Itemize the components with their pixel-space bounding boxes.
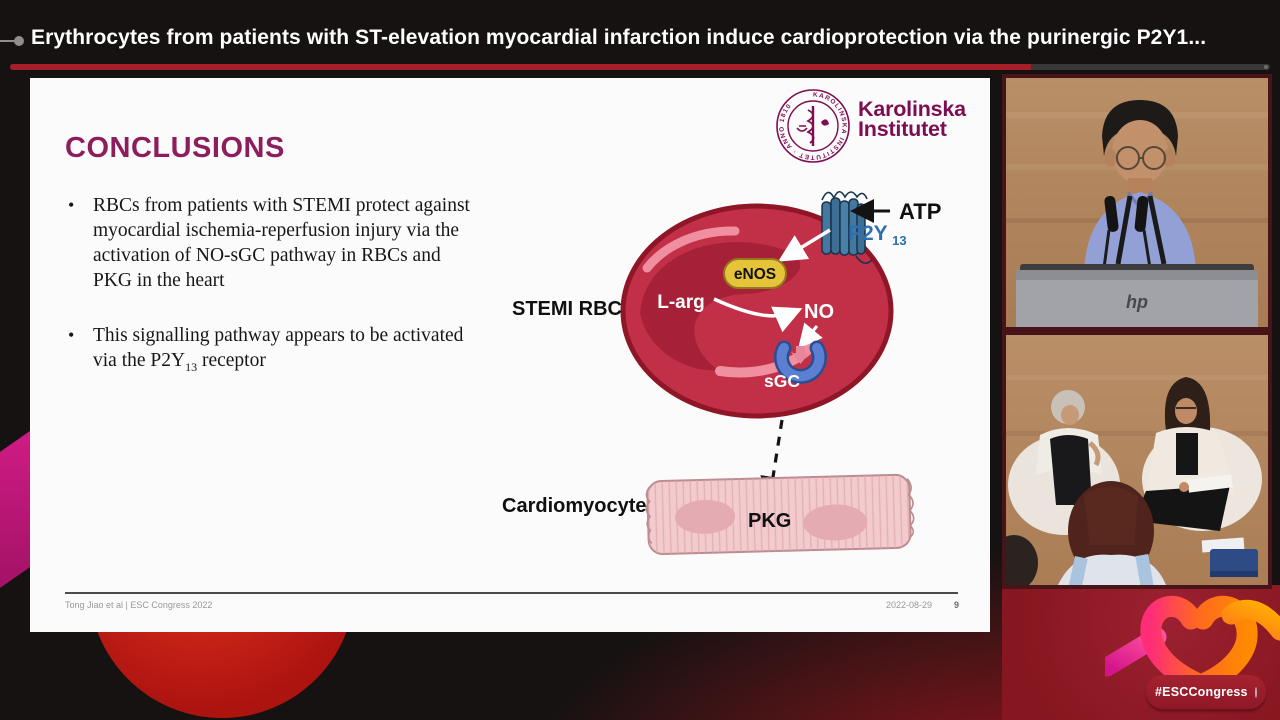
- subscript: 13: [185, 359, 198, 374]
- timeline-dot-icon: [14, 36, 24, 46]
- bullet-text: This signalling pathway appears to be ac…: [93, 324, 464, 371]
- sgc-icon: [774, 340, 827, 384]
- slide-heading: CONCLUSIONS: [65, 132, 285, 164]
- hashtag-label: #ESCCongress: [1155, 685, 1248, 699]
- receptor-to-enos-arrow: [778, 228, 831, 262]
- slide-page-number: 9: [953, 600, 959, 610]
- speaker-video-feed[interactable]: hp: [1002, 74, 1272, 331]
- panelist-right: [1134, 377, 1236, 531]
- audience-foreground: [1006, 481, 1166, 585]
- no-to-sgc-arrow: [798, 322, 823, 349]
- progress-fill: [10, 64, 1031, 70]
- podium-laptop: hp: [1016, 264, 1258, 327]
- timeline-tick-line: [0, 40, 15, 42]
- enos-label: eNOS: [734, 266, 776, 283]
- bullet-item: This signalling pathway appears to be ac…: [66, 324, 478, 375]
- bullet-text: receptor: [197, 349, 266, 371]
- no-label: NO: [804, 301, 834, 323]
- slide-footer-date: 2022-08-29: [885, 600, 932, 610]
- hashtag-badge: #ESCCongress: [1146, 675, 1266, 709]
- slide-footer-divider: [65, 592, 958, 594]
- esc-branding-panel: #ESCCongress: [1002, 585, 1280, 720]
- karolinska-wordmark: Karolinska Institutet: [858, 97, 966, 142]
- panel-video-scene: [1006, 335, 1268, 585]
- enos-badge: eNOS: [723, 258, 787, 289]
- stemi-rbc-label: STEMI RBC: [512, 298, 622, 320]
- p2y13-receptor-icon: [821, 190, 873, 264]
- bullet-list: RBCs from patients with STEMI protect ag…: [66, 194, 478, 375]
- live-dot-icon: [1254, 686, 1257, 698]
- speaker-video-scene: hp: [1006, 78, 1268, 327]
- sgc-to-pkg-dashed-arrow: [760, 419, 786, 503]
- panel-video-feed[interactable]: [1002, 331, 1272, 589]
- panelist-left: [1036, 390, 1102, 505]
- table-items: [1201, 537, 1258, 577]
- sgc-label: sGC: [764, 371, 800, 391]
- presentation-slide: CONCLUSIONS RBCs from patients with STEM…: [30, 78, 990, 632]
- karolinska-word-line1: Karolinska: [858, 97, 966, 121]
- rbc-cell-illustration: [620, 203, 894, 419]
- karolinska-logo: KAROLINSKA INSTITUTET · ANNO 1810 Karoli…: [775, 88, 975, 166]
- p2y13-label: P2Y 13: [848, 222, 907, 248]
- microphone-icons: [1102, 195, 1152, 269]
- larg-label: L-arg: [657, 292, 705, 313]
- cardiomyocyte-illustration: [645, 473, 915, 556]
- bullet-item: RBCs from patients with STEMI protect ag…: [66, 194, 478, 294]
- header: Erythrocytes from patients with ST-eleva…: [0, 0, 1280, 74]
- karolinska-seal-icon: KAROLINSKA INSTITUTET · ANNO 1810: [776, 89, 850, 163]
- video-title: Erythrocytes from patients with ST-eleva…: [31, 26, 1207, 49]
- hp-logo-icon: hp: [1126, 292, 1148, 312]
- karolinska-word-line2: Institutet: [858, 117, 947, 142]
- progress-bar[interactable]: [10, 64, 1270, 70]
- atp-label: ATP: [899, 199, 941, 224]
- pkg-label: PKG: [748, 510, 791, 532]
- progress-end-dot: [1264, 65, 1268, 69]
- cardiomyocyte-label: Cardiomyocyte: [502, 495, 647, 517]
- slide-footer-authors: Tong Jiao et al | ESC Congress 2022: [65, 600, 213, 610]
- larg-to-no-arrow: [713, 297, 803, 333]
- bullet-text: RBCs from patients with STEMI protect ag…: [93, 195, 470, 291]
